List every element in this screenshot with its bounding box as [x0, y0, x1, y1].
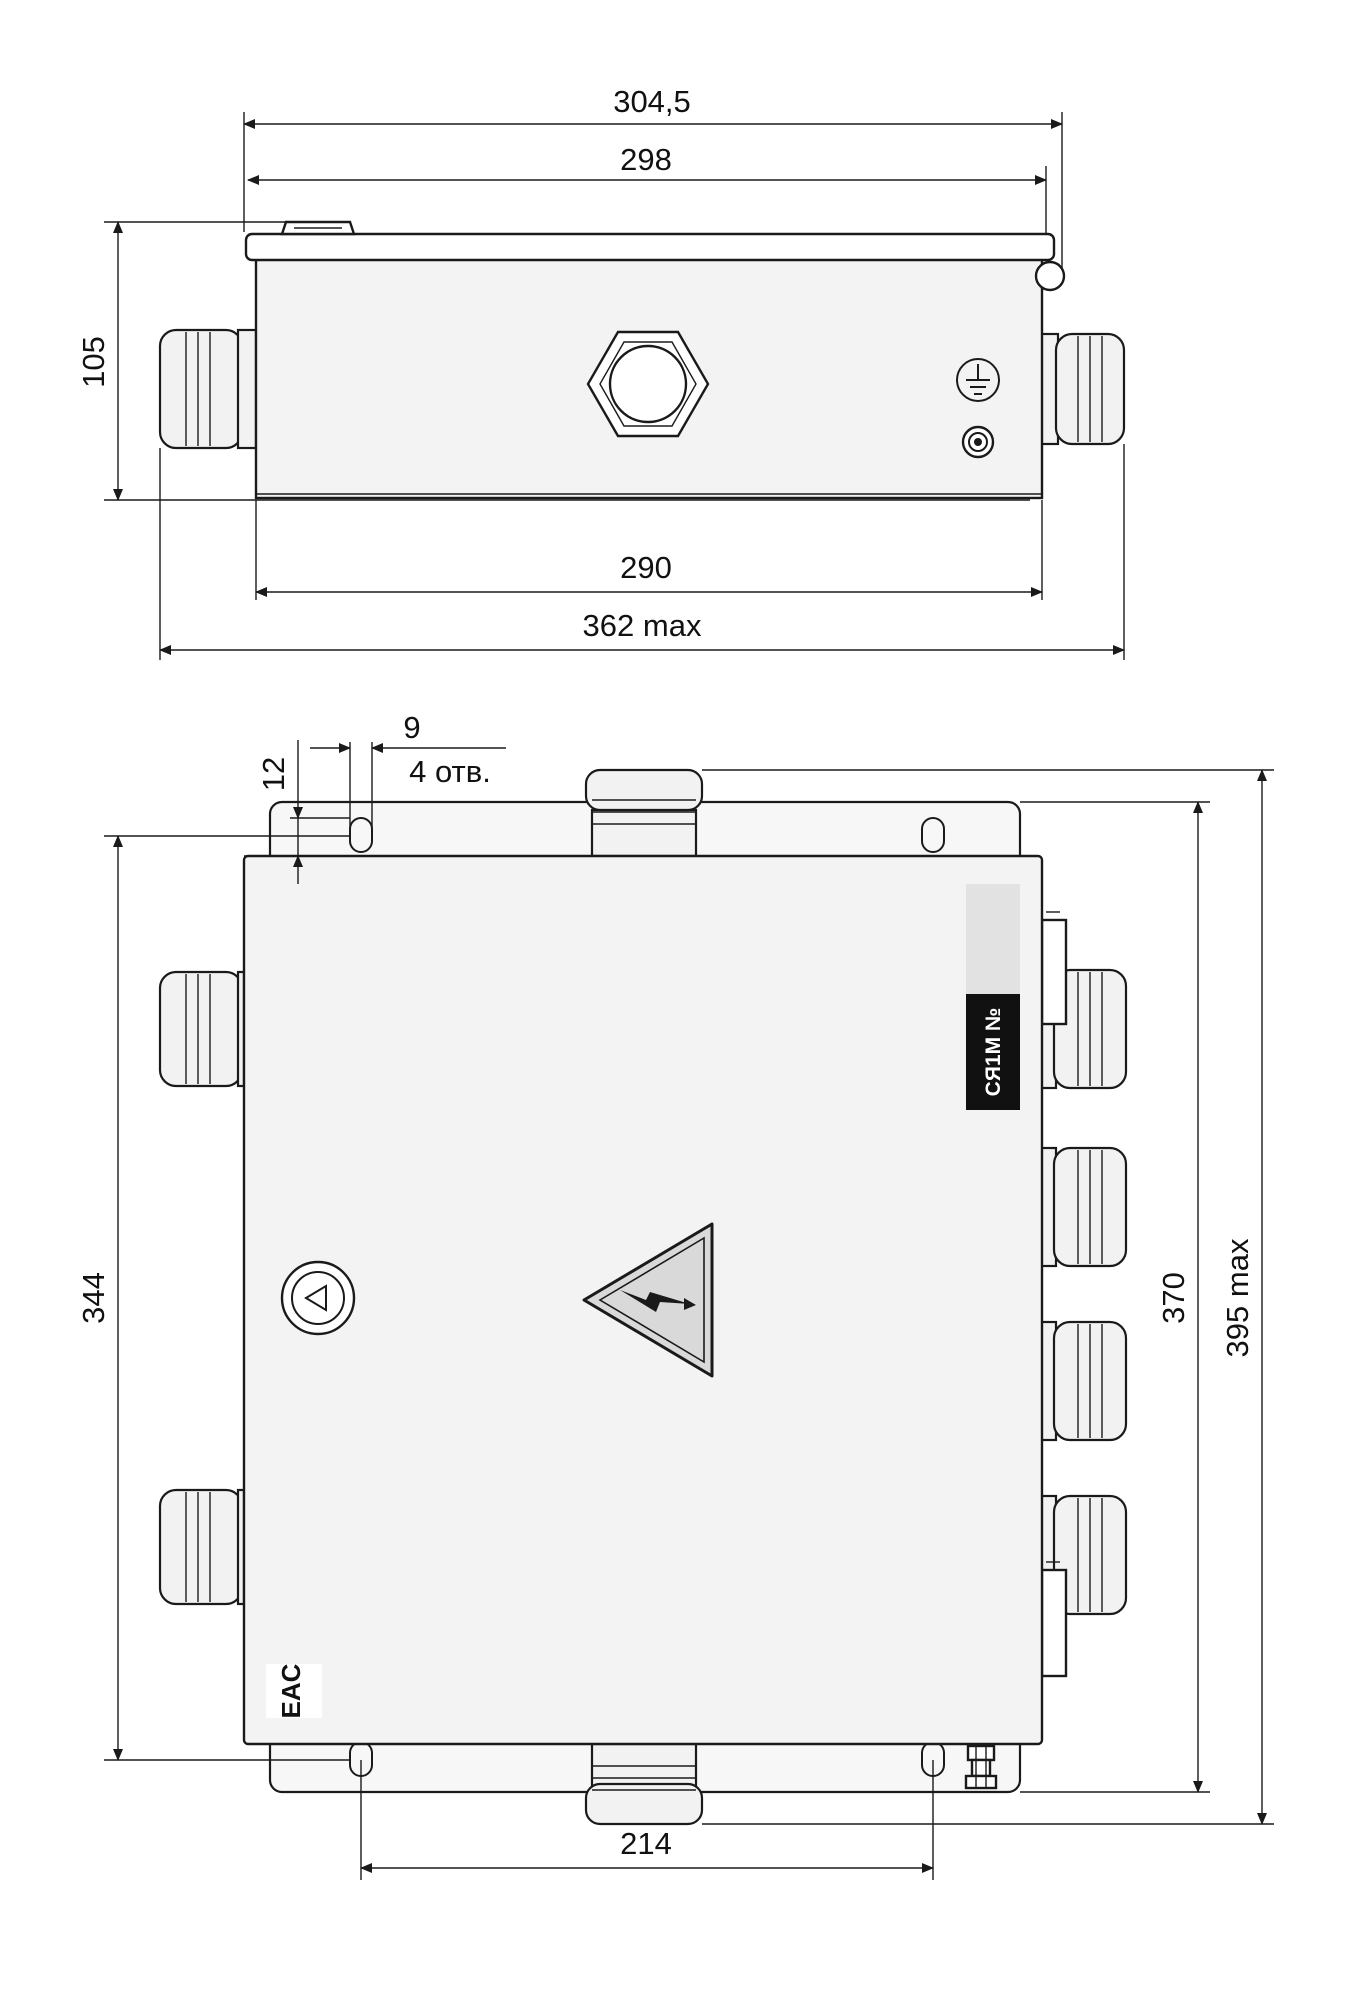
top-lid [244, 232, 1056, 262]
dim-width-body: 290 [620, 550, 672, 585]
mounting-hole [921, 817, 945, 853]
high-voltage-warning-icon [582, 1222, 714, 1378]
nameplate: СЯ1М № [966, 884, 1020, 1110]
dim-height: 105 [76, 336, 111, 388]
ground-bolt [961, 425, 995, 459]
nameplate-text: СЯ1М № [982, 1008, 1005, 1097]
top-view: 304,5 298 105 290 362 max [76, 84, 1126, 660]
hinge-upper [1040, 918, 1068, 1026]
triangle-lock-icon [280, 1260, 356, 1336]
top-left-cable-gland [158, 328, 258, 450]
dim-height-max: 395 max [1220, 1238, 1255, 1357]
eac-certification-mark: EAC [266, 1663, 322, 1718]
hinge-lower [1040, 1568, 1068, 1678]
front-view: СЯ1М № EAC [76, 710, 1274, 1880]
front-top-cable-gland [584, 768, 704, 858]
top-right-cable-gland [1038, 332, 1126, 446]
top-center-hex-gland [586, 330, 710, 438]
dim-hole-count: 4 отв. [409, 754, 491, 789]
dim-width-overall-lid: 304,5 [613, 84, 691, 119]
front-ground-bolt [964, 1744, 998, 1790]
front-right-cable-gland-3 [1038, 1320, 1128, 1442]
dim-hole-diameter: 9 [403, 710, 420, 745]
dim-width-max: 362 max [583, 608, 702, 643]
dim-height-flange: 370 [1156, 1272, 1191, 1324]
front-left-cable-gland-lower [158, 1488, 246, 1606]
dim-hole-spacing: 214 [620, 1826, 672, 1861]
eac-text: EAC [276, 1663, 306, 1718]
top-lid-hinge [1034, 260, 1066, 292]
ground-symbol-icon [956, 358, 1000, 402]
dim-hole-offset: 12 [256, 757, 291, 791]
front-left-cable-gland-upper [158, 970, 246, 1088]
front-bottom-cable-gland [584, 1742, 704, 1826]
dim-height-body: 344 [76, 1272, 111, 1324]
dim-width-lid: 298 [620, 142, 672, 177]
front-right-cable-gland-2 [1038, 1146, 1128, 1268]
